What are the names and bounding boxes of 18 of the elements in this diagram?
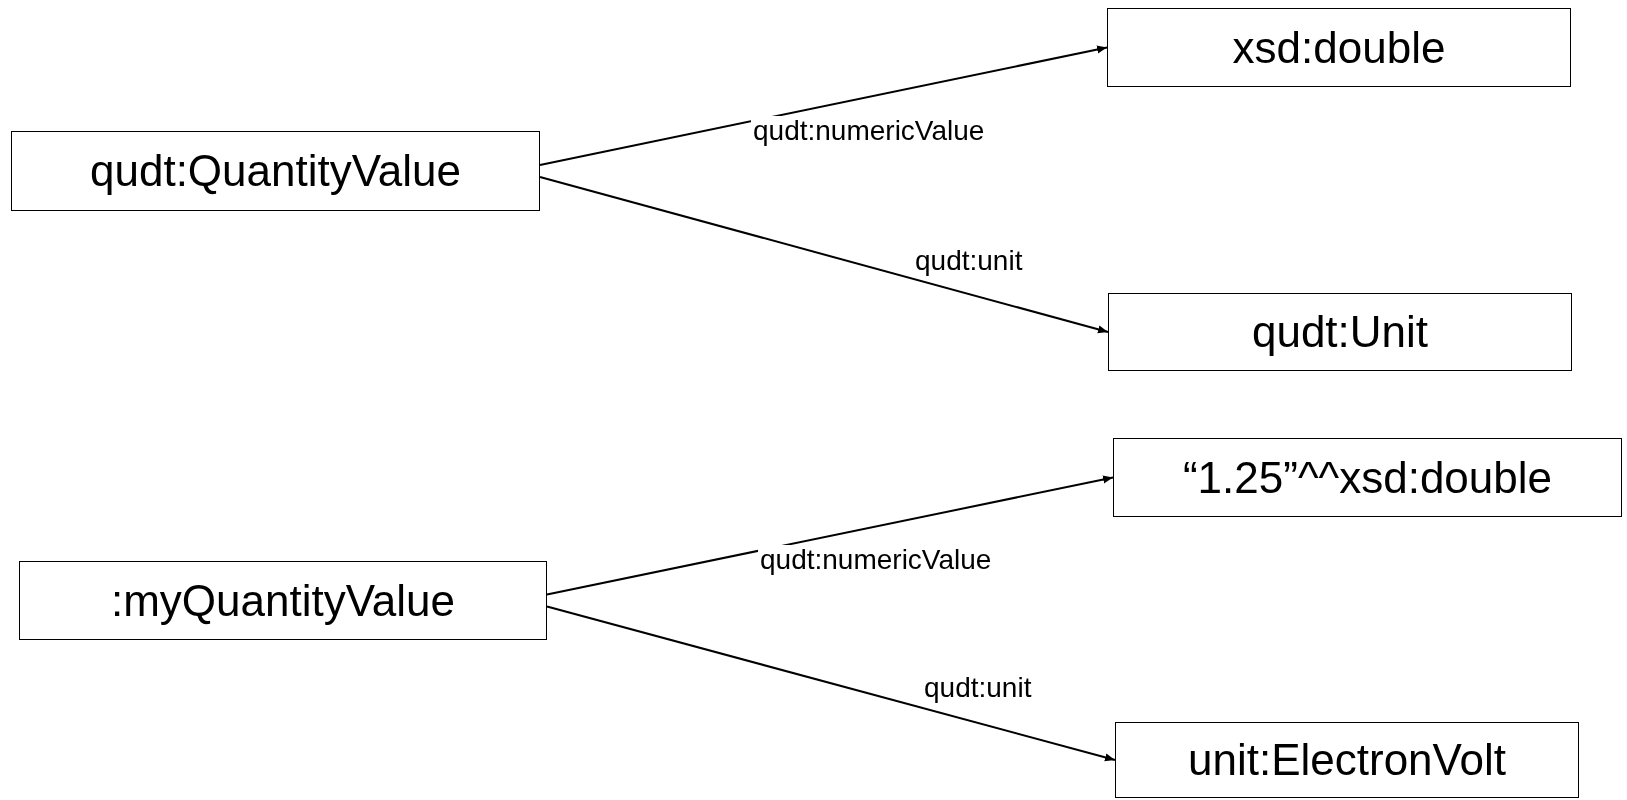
class-box	[1107, 8, 1571, 87]
class-box	[1113, 438, 1622, 517]
class-box	[1108, 293, 1572, 371]
arrow	[539, 176, 1109, 334]
node-label: qudt:Unit	[1251, 307, 1429, 357]
arrow	[546, 475, 1114, 596]
class-box	[1115, 722, 1579, 798]
class-box	[19, 561, 547, 640]
edge-label: qudt:numericValue	[751, 116, 987, 147]
edge-label: qudt:numericValue	[758, 545, 994, 576]
arrow	[546, 605, 1116, 762]
arrow	[539, 45, 1108, 166]
node-label: qudt:QuantityValue	[90, 146, 461, 196]
node-label: :myQuantityValue	[111, 575, 455, 626]
node-label: unit:ElectronVolt	[1188, 735, 1506, 785]
class-box	[11, 131, 540, 211]
node-label: “1.25”^^xsd:double	[1182, 452, 1553, 503]
node-label: xsd:double	[1232, 22, 1446, 73]
